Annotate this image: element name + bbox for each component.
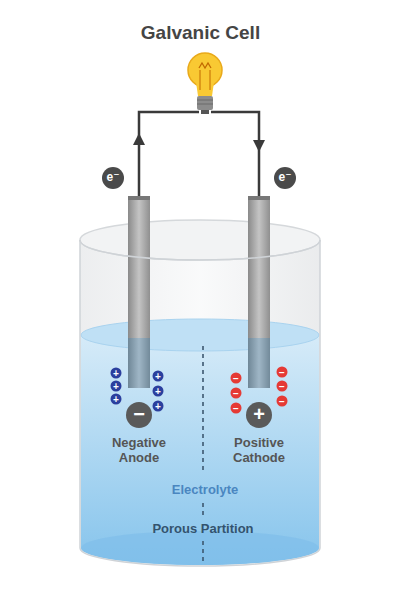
positive-charge: + xyxy=(153,401,164,412)
beaker-outline xyxy=(80,240,320,566)
diagram-title: Galvanic Cell xyxy=(0,22,401,44)
beaker-rim xyxy=(80,240,320,260)
negative-charge: − xyxy=(277,381,288,392)
current-arrow xyxy=(253,140,265,152)
positive-charge: + xyxy=(153,371,164,382)
electrode xyxy=(248,196,270,388)
electron-symbol: e⁻ xyxy=(102,167,124,189)
positive-charge: + xyxy=(111,368,122,379)
electrolyte-liquid xyxy=(81,319,319,565)
electrode xyxy=(128,196,150,388)
light-bulb xyxy=(188,53,222,114)
electron-symbol: e⁻ xyxy=(274,167,296,189)
negative-charge: − xyxy=(277,367,288,378)
negative-charge: − xyxy=(231,373,242,384)
electrolyte-label: Electrolyte xyxy=(172,482,238,497)
negative-charge: − xyxy=(231,403,242,414)
negative-charge: − xyxy=(277,396,288,407)
positive-charge: + xyxy=(111,381,122,392)
partition-label: Porous Partition xyxy=(152,521,253,536)
electrode-pole: − Negative Anode xyxy=(89,402,189,465)
negative-charge: − xyxy=(231,388,242,399)
positive-charge: + xyxy=(153,386,164,397)
current-arrow xyxy=(133,133,145,145)
polarity-symbol: + xyxy=(246,402,272,428)
electrode-label: Positive Cathode xyxy=(220,435,298,465)
positive-charge: + xyxy=(111,394,122,405)
polarity-symbol: − xyxy=(126,402,152,428)
electrode-pole: + Positive Cathode xyxy=(209,402,309,465)
wire xyxy=(139,112,259,196)
beaker xyxy=(80,220,320,566)
electrode-label: Negative Anode xyxy=(100,435,178,465)
